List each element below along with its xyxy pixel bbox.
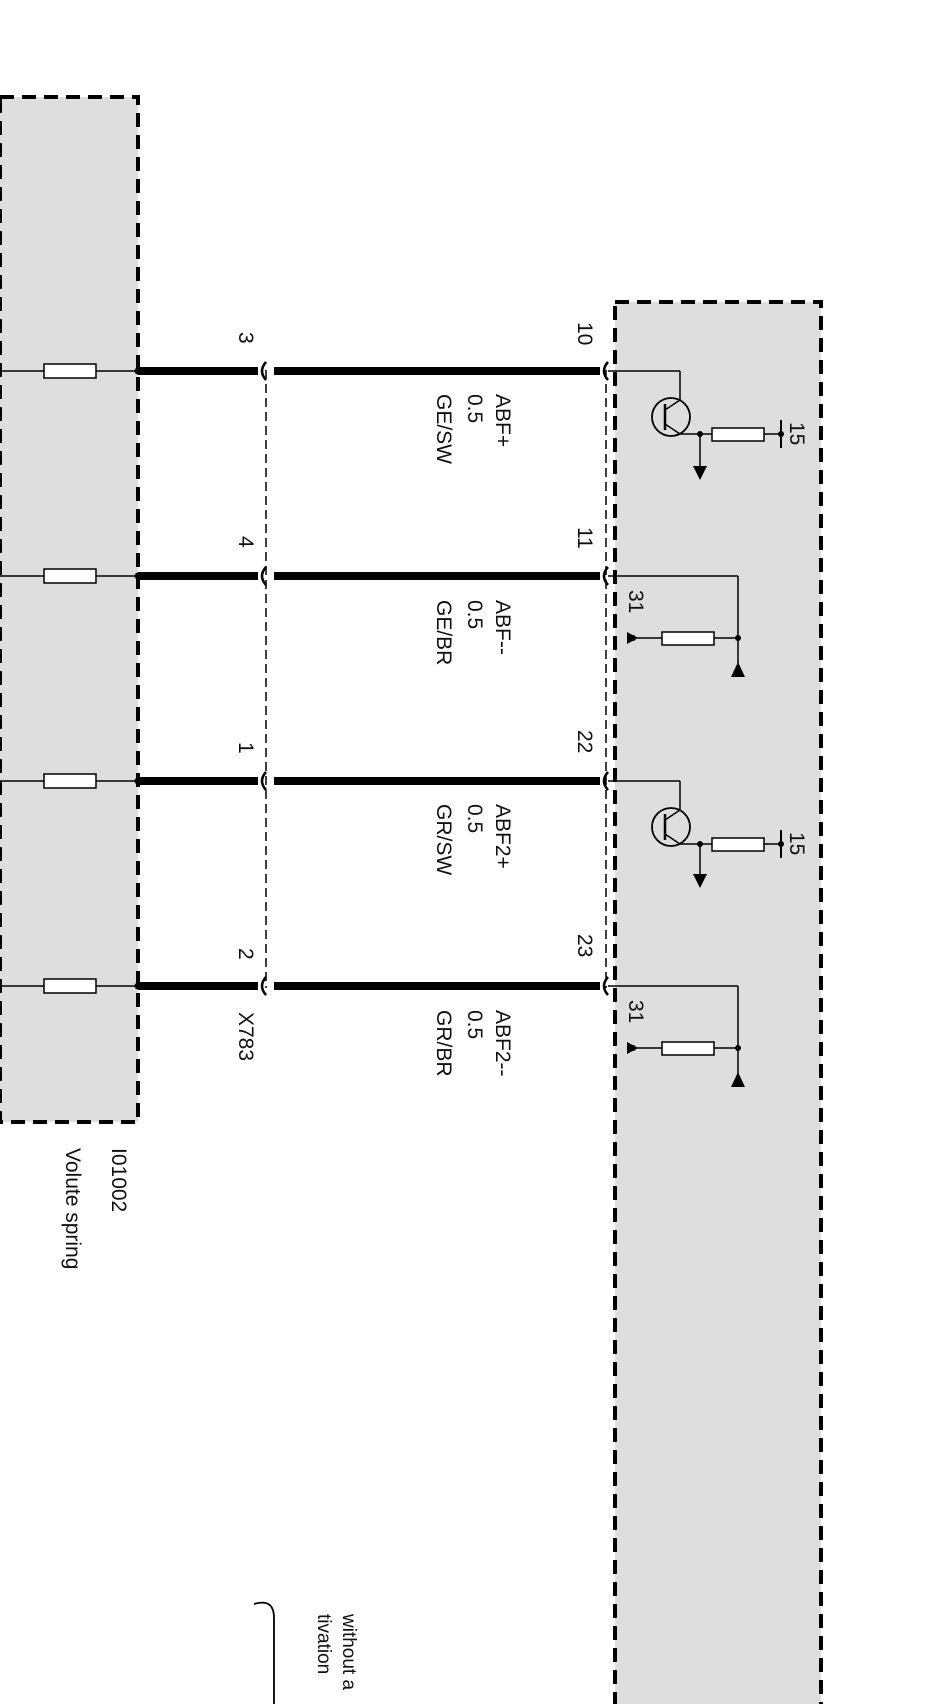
wire-abf-plus xyxy=(0,361,784,480)
terminal-15-label: 15 xyxy=(785,422,808,445)
terminal-icon xyxy=(602,361,609,381)
arrow-down-icon xyxy=(693,466,707,480)
transistor-icon xyxy=(651,807,691,847)
module-pin-label: 22 xyxy=(573,730,596,753)
connector-name-label: X783 xyxy=(234,1012,257,1061)
module-pin-label: 10 xyxy=(573,322,596,345)
terminal-15-label: 15 xyxy=(785,832,808,855)
resistor-icon xyxy=(43,363,97,379)
terminal-icon xyxy=(260,566,267,586)
terminal-31-label: 31 xyxy=(624,590,647,613)
terminal-icon xyxy=(602,976,609,996)
right-module-box xyxy=(613,300,823,1704)
terminal-31-label: 31 xyxy=(624,1000,647,1023)
resistor-icon xyxy=(661,1041,715,1056)
wire-signal-label: ABF2+ xyxy=(491,804,514,869)
terminal-icon xyxy=(602,566,609,586)
resistor-icon xyxy=(661,631,715,646)
terminal-icon xyxy=(260,771,267,791)
left-module-box xyxy=(0,95,140,1124)
resistor-icon xyxy=(43,978,97,994)
terminal-icon xyxy=(260,361,267,381)
wire-color-code-label: GE/SW xyxy=(432,394,455,464)
ground-icon xyxy=(627,632,638,644)
terminal-icon xyxy=(602,771,609,791)
wire-cross-section-label: 0.5 xyxy=(463,394,486,423)
wire-abf2-minus xyxy=(0,976,745,1087)
wire-abf2-plus xyxy=(0,771,784,888)
transistor-icon xyxy=(651,397,691,437)
connector-pin-label: 2 xyxy=(234,948,257,960)
left-module-name-label: Volute spring xyxy=(61,1148,84,1269)
resistor-icon xyxy=(711,427,765,442)
note-text-line1: without a xyxy=(338,1613,359,1690)
wire-cross-section-label: 0.5 xyxy=(463,804,486,833)
resistor-icon xyxy=(43,773,97,789)
wire-cross-section-label: 0.5 xyxy=(463,1010,486,1039)
wire-signal-label: ABF-- xyxy=(491,600,514,655)
resistor-icon xyxy=(711,837,765,852)
connector-pin-label: 1 xyxy=(234,742,257,754)
wire-color-code-label: GR/BR xyxy=(432,1010,455,1077)
wire-signal-label: ABF2-- xyxy=(491,1010,514,1077)
note-text-line2: tivation xyxy=(313,1614,334,1674)
connector-pin-label: 3 xyxy=(234,332,257,344)
ground-icon xyxy=(627,1042,638,1054)
wire-color-code-label: GR/SW xyxy=(432,804,455,875)
note-bracket xyxy=(253,1601,275,1704)
connector-pin-label: 4 xyxy=(234,536,257,548)
wire-color-code-label: GE/BR xyxy=(432,600,455,665)
arrow-down-icon xyxy=(693,874,707,888)
resistor-icon xyxy=(43,568,97,584)
arrow-down-icon xyxy=(731,662,745,677)
module-pin-label: 11 xyxy=(573,527,596,549)
module-pin-label: 23 xyxy=(573,934,596,957)
left-module-id-label: I01002 xyxy=(107,1148,130,1212)
terminal-icon xyxy=(260,976,267,996)
wire-cross-section-label: 0.5 xyxy=(463,600,486,629)
arrow-down-icon xyxy=(731,1072,745,1087)
wire-signal-label: ABF+ xyxy=(491,394,514,447)
wire-abf-minus xyxy=(0,566,745,677)
